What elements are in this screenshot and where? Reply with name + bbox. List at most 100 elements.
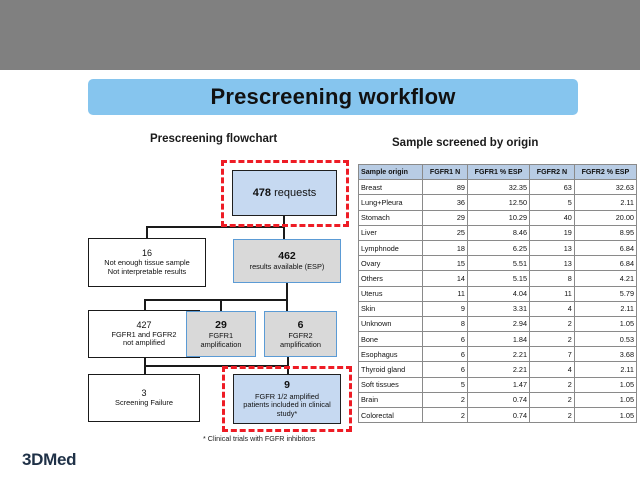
cell-value: 5 bbox=[529, 194, 575, 211]
connector-to-427 bbox=[144, 299, 146, 310]
cell-value: 5.15 bbox=[466, 270, 531, 287]
flow-node-results-available-count: 462 bbox=[278, 249, 296, 262]
cell-value: 10.29 bbox=[466, 209, 531, 226]
cell-value: 6.84 bbox=[573, 239, 638, 257]
flow-node-fgfr1-amp[interactable]: 29 FGFR1 amplification bbox=[186, 311, 256, 357]
cell-origin: Lung+Pleura bbox=[357, 194, 424, 211]
cell-value: 1.05 bbox=[573, 406, 638, 424]
cell-value: 0.53 bbox=[573, 331, 638, 348]
cell-origin: Soft tissues bbox=[357, 376, 424, 393]
sample-origin-table: Sample origin FGFR1 N FGFR1 % ESP FGFR2 … bbox=[357, 163, 638, 424]
cell-origin: Others bbox=[357, 270, 424, 287]
cell-value: 2.11 bbox=[573, 194, 638, 211]
cell-value: 1.05 bbox=[573, 315, 638, 333]
flow-node-included-in-study-line2: patients included in clinical bbox=[243, 400, 331, 410]
flow-node-requests[interactable]: 478 requests bbox=[232, 170, 337, 216]
flow-node-not-amplified[interactable]: 427 FGFR1 and FGFR2 not amplified bbox=[88, 310, 200, 358]
cell-origin: Breast bbox=[357, 179, 424, 196]
flow-node-fgfr2-amp[interactable]: 6 FGFR2 amplification bbox=[264, 311, 337, 357]
cell-value: 2 bbox=[422, 406, 468, 424]
flowchart-footnote: * Clinical trials with FGFR inhibitors bbox=[203, 434, 316, 443]
cell-value: 9 bbox=[422, 300, 468, 317]
flow-node-included-in-study-line3: study* bbox=[276, 409, 298, 419]
highlight-box-requests bbox=[221, 160, 349, 227]
cell-origin: Colorectal bbox=[357, 406, 424, 424]
cell-origin: Skin bbox=[357, 300, 424, 317]
cell-value: 3.68 bbox=[573, 346, 638, 363]
cell-value: 2.21 bbox=[466, 346, 531, 363]
cell-value: 8.95 bbox=[573, 224, 638, 241]
flow-node-screening-failure-line1: Screening Failure bbox=[115, 397, 173, 407]
top-gray-band bbox=[0, 0, 640, 70]
cell-value: 4.04 bbox=[466, 285, 531, 302]
cell-value: 4 bbox=[529, 361, 575, 378]
page-title: Prescreening workflow bbox=[210, 84, 456, 109]
flow-node-screening-failure[interactable]: 3 Screening Failure bbox=[88, 374, 200, 422]
col-fgfr1-pct: FGFR1 % ESP bbox=[466, 163, 531, 181]
cell-value: 8 bbox=[529, 270, 575, 287]
cell-value: 2.21 bbox=[466, 361, 531, 378]
cell-value: 14 bbox=[422, 270, 468, 287]
cell-origin: Brain bbox=[357, 391, 424, 409]
slide-title-banner: Prescreening workflow bbox=[88, 79, 578, 115]
cell-value: 1.05 bbox=[573, 391, 638, 409]
cell-value: 2 bbox=[529, 315, 575, 333]
cell-value: 1.47 bbox=[466, 376, 531, 393]
connector-to-3 bbox=[144, 365, 146, 374]
highlight-box-included-in-study bbox=[222, 366, 352, 432]
flow-node-results-available-line1: results available (ESP) bbox=[249, 262, 325, 272]
cell-value: 40 bbox=[529, 209, 575, 226]
cell-value: 4.21 bbox=[573, 270, 638, 287]
cell-value: 19 bbox=[529, 224, 575, 241]
cell-origin: Bone bbox=[357, 331, 424, 348]
cell-value: 63 bbox=[529, 179, 575, 196]
cell-origin: Ovary bbox=[357, 255, 424, 272]
cell-value: 8 bbox=[422, 315, 468, 333]
cell-value: 6 bbox=[422, 361, 468, 378]
flow-node-fgfr1-amp-count: 29 bbox=[215, 318, 227, 331]
flow-node-included-in-study[interactable]: 9 FGFR 1/2 amplified patients included i… bbox=[233, 374, 341, 424]
cell-origin: Esophagus bbox=[357, 346, 424, 363]
cell-value: 6.25 bbox=[466, 239, 531, 257]
connector-427-down bbox=[144, 358, 146, 367]
cell-value: 2 bbox=[529, 331, 575, 348]
cell-value: 3.31 bbox=[466, 300, 531, 317]
cell-value: 12.50 bbox=[466, 194, 531, 211]
cell-value: 2.11 bbox=[573, 361, 638, 378]
cell-value: 6 bbox=[422, 346, 468, 363]
flow-node-fgfr2-amp-line2: amplification bbox=[279, 339, 322, 349]
flow-node-results-available[interactable]: 462 results available (ESP) bbox=[233, 239, 341, 283]
flow-node-not-amplified-line2: not amplified bbox=[123, 338, 165, 348]
cell-value: 4 bbox=[529, 300, 575, 317]
flow-node-fgfr2-amp-line1: FGFR2 bbox=[288, 330, 313, 340]
flow-node-not-enough-count: 16 bbox=[141, 248, 152, 259]
connector-split-bar-3 bbox=[144, 365, 288, 367]
flow-node-not-enough[interactable]: 16 Not enough tissue sample Not interpre… bbox=[88, 238, 206, 287]
connector-462-down bbox=[286, 283, 288, 311]
cell-origin: Liver bbox=[357, 224, 424, 241]
cell-origin: Unknown bbox=[357, 315, 424, 333]
cell-value: 13 bbox=[529, 255, 575, 272]
cell-origin: Lymphnode bbox=[357, 239, 424, 257]
cell-value: 6.84 bbox=[573, 255, 638, 272]
cell-origin: Uterus bbox=[357, 285, 424, 302]
cell-value: 1.84 bbox=[466, 331, 531, 348]
cell-value: 2 bbox=[529, 406, 575, 424]
flow-node-not-amplified-count: 427 bbox=[136, 319, 152, 330]
flow-node-not-enough-line1: Not enough tissue sample bbox=[104, 258, 190, 268]
cell-value: 15 bbox=[422, 255, 468, 272]
flow-node-requests-text: 478 requests bbox=[252, 186, 317, 199]
col-fgfr2-pct: FGFR2 % ESP bbox=[573, 163, 638, 181]
prescreening-flowchart: 478 requests 16 Not enough tissue sample… bbox=[88, 160, 352, 443]
flowchart-heading: Prescreening flowchart bbox=[150, 133, 278, 145]
flow-node-fgfr1-amp-line2: amplification bbox=[200, 339, 242, 349]
cell-value: 13 bbox=[529, 239, 575, 257]
